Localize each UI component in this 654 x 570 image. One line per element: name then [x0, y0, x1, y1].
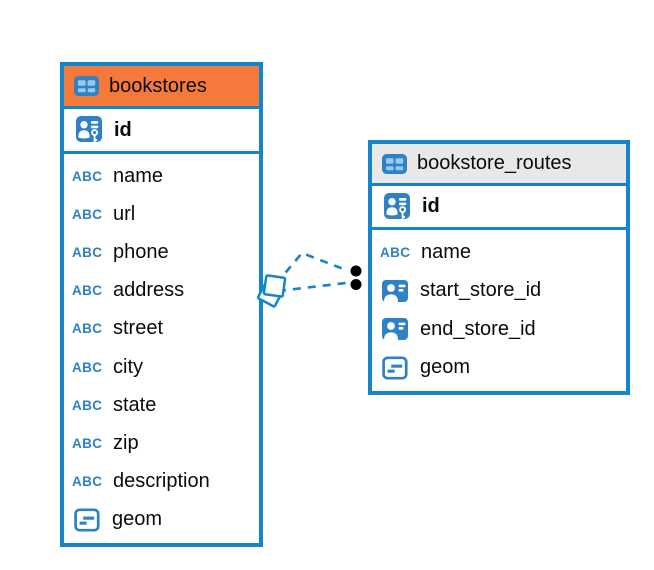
column-row-url[interactable]: ABC url — [64, 195, 259, 233]
column-row-zip[interactable]: ABC zip — [64, 424, 259, 462]
column-name: zip — [113, 431, 139, 454]
table-header-bookstores[interactable]: bookstores — [64, 66, 259, 109]
relationship-line-start-store[interactable] — [277, 281, 351, 293]
text-icon: ABC — [72, 321, 103, 337]
column-row-geom[interactable]: geom — [372, 349, 626, 388]
column-name: geom — [420, 356, 471, 379]
column-name: geom — [112, 508, 163, 531]
column-name: name — [421, 240, 472, 263]
relationship-one-marker[interactable] — [347, 262, 365, 293]
text-icon: ABC — [72, 206, 103, 222]
column-row-phone[interactable]: ABC phone — [64, 233, 259, 271]
column-name: start_store_id — [420, 279, 542, 302]
column-row-geom[interactable]: geom — [64, 501, 259, 539]
reference-icon — [379, 317, 411, 341]
text-icon: ABC — [380, 244, 411, 260]
column-name: description — [113, 470, 210, 493]
text-icon: ABC — [72, 283, 103, 299]
table-icon — [381, 152, 408, 176]
column-row-id[interactable]: id — [372, 186, 626, 230]
table-header-bookstore-routes[interactable]: bookstore_routes — [372, 144, 626, 186]
column-row-description[interactable]: ABC description — [64, 463, 259, 501]
column-name: phone — [113, 240, 169, 263]
table-title: bookstores — [109, 74, 207, 97]
column-name: id — [114, 118, 132, 141]
column-row-street[interactable]: ABC street — [64, 310, 259, 348]
column-row-id[interactable]: id — [64, 109, 259, 154]
column-name: address — [113, 279, 185, 302]
primary-key-icon — [73, 115, 105, 145]
column-name: id — [422, 195, 440, 217]
geometry-icon — [71, 508, 103, 532]
table-title: bookstore_routes — [417, 152, 572, 174]
column-row-address[interactable]: ABC address — [64, 272, 259, 310]
column-row-start_store_id[interactable]: start_store_id — [372, 272, 626, 311]
geometry-icon — [379, 356, 411, 380]
text-icon: ABC — [72, 244, 103, 260]
column-row-name[interactable]: ABC name — [64, 157, 259, 195]
text-icon: ABC — [72, 397, 103, 413]
column-name: url — [113, 202, 136, 225]
text-icon: ABC — [72, 435, 103, 451]
text-icon: ABC — [72, 359, 103, 375]
column-name: name — [113, 164, 164, 187]
text-icon: ABC — [72, 474, 103, 490]
column-name: state — [113, 393, 157, 416]
relationship-line-end-store[interactable] — [275, 251, 351, 285]
table-icon — [73, 74, 100, 98]
column-name: city — [113, 355, 143, 378]
column-row-name[interactable]: ABC name — [372, 233, 626, 272]
reference-icon — [379, 279, 411, 303]
text-icon: ABC — [72, 168, 103, 184]
column-name: end_store_id — [420, 317, 536, 340]
column-row-city[interactable]: ABC city — [64, 348, 259, 386]
primary-key-icon — [381, 192, 413, 222]
column-name: street — [113, 317, 164, 340]
column-row-end_store_id[interactable]: end_store_id — [372, 310, 626, 349]
column-row-state[interactable]: ABC state — [64, 386, 259, 424]
